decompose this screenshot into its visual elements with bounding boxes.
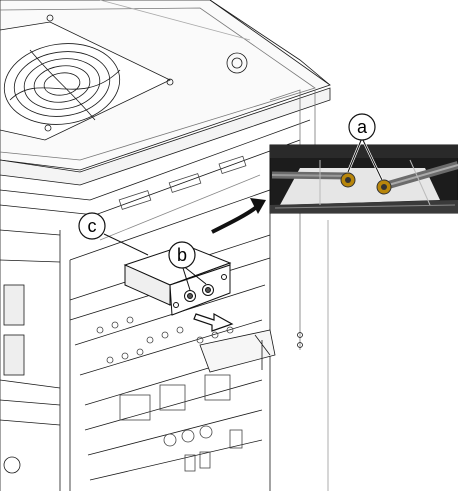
callout-c-label: c xyxy=(88,216,97,236)
callout-a: a xyxy=(346,113,384,181)
removal-arrow xyxy=(193,312,234,332)
module-faceplate xyxy=(169,264,231,316)
chassis-drawing xyxy=(0,0,331,491)
callout-a-label: a xyxy=(357,117,368,137)
callout-c: c xyxy=(78,212,149,256)
callout-b: b xyxy=(168,241,207,291)
callout-b-label: b xyxy=(177,245,187,265)
lift-ring xyxy=(226,52,248,74)
left-module-1 xyxy=(3,284,25,326)
detail-photo xyxy=(269,144,458,214)
fan-guard xyxy=(0,14,174,141)
detail-arrow xyxy=(211,204,260,234)
detail-arrowhead xyxy=(250,198,266,214)
left-module-2 xyxy=(3,334,25,376)
